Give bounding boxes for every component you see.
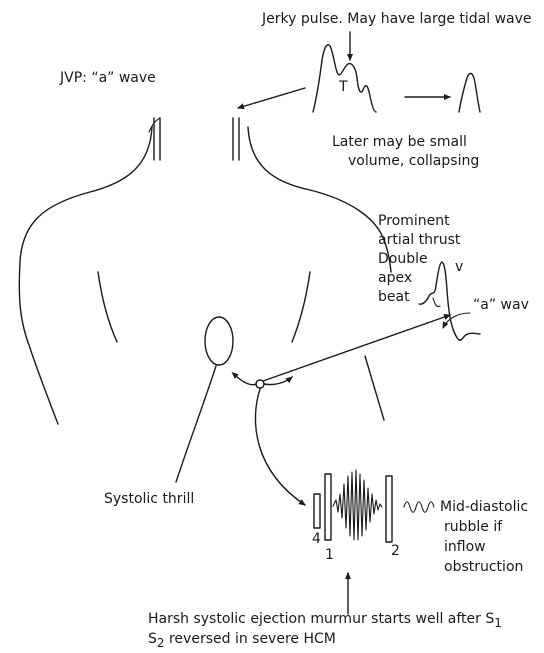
apex-right-arrow <box>264 377 292 385</box>
jerky-pulse-label: Jerky pulse. May have large tidal wave <box>262 10 532 29</box>
s1-label: 1 <box>325 546 334 565</box>
murmur-text-2: S <box>148 631 157 647</box>
s4-label: 4 <box>312 530 321 549</box>
chest-line-left <box>98 272 117 342</box>
jvp-label: JVP: “a” wave <box>60 69 156 88</box>
chest-line-right <box>292 272 310 342</box>
apex-double-arrow <box>236 376 256 385</box>
murmur-sub-1: 1 <box>494 616 502 630</box>
torso-left-outline <box>19 127 152 424</box>
apex-thrust-arrow <box>263 315 450 381</box>
murmur-sub-2: 2 <box>157 636 165 650</box>
later-pulse-waveform <box>459 74 480 113</box>
thrill-pointer <box>176 366 216 482</box>
apex-a-wave-label: “a” wav <box>473 296 529 315</box>
later-pulse-label-1: Later may be small <box>332 133 467 152</box>
s2-bar <box>386 476 392 542</box>
right-arm-outline <box>365 356 384 420</box>
tidal-wave-marker-label: T <box>339 78 348 97</box>
murmur-label-2: S2 reversed in severe HCM <box>148 630 336 653</box>
apex-a-notch <box>433 298 440 307</box>
pulse-arrow <box>238 88 305 108</box>
mid-diastolic-label-4: obstruction <box>444 558 523 577</box>
systolic-thrill-label: Systolic thrill <box>104 490 194 509</box>
apex-region-ellipse <box>205 317 233 365</box>
apex-label-5: beat <box>378 288 410 307</box>
later-pulse-label-2: volume, collapsing <box>348 152 479 171</box>
apex-label-3: Double <box>378 250 428 269</box>
mid-diastolic-label-3: inflow <box>444 538 486 557</box>
mid-diastolic-label-1: Mid-diastolic <box>440 498 528 517</box>
murmur-text-2-rest: reversed in severe HCM <box>165 631 336 647</box>
mid-diastolic-rumble-waveform <box>404 502 434 513</box>
apex-label-2: artial thrust <box>378 231 460 250</box>
pcg-arrow <box>255 389 305 505</box>
mid-diastolic-label-2: rubble if <box>444 518 502 537</box>
apex-beat-waveform <box>419 262 480 340</box>
apex-label-4: apex <box>378 269 412 288</box>
s1-bar <box>325 474 331 540</box>
apex-label-1: Prominent <box>378 212 450 231</box>
systolic-murmur-waveform <box>333 470 382 540</box>
murmur-text-1: Harsh systolic ejection murmur starts we… <box>148 611 494 627</box>
s2-label: 2 <box>391 542 400 561</box>
apex-v-wave-label: v <box>455 258 463 277</box>
s4-bar <box>314 494 320 528</box>
a-wave-pointer <box>443 313 470 328</box>
